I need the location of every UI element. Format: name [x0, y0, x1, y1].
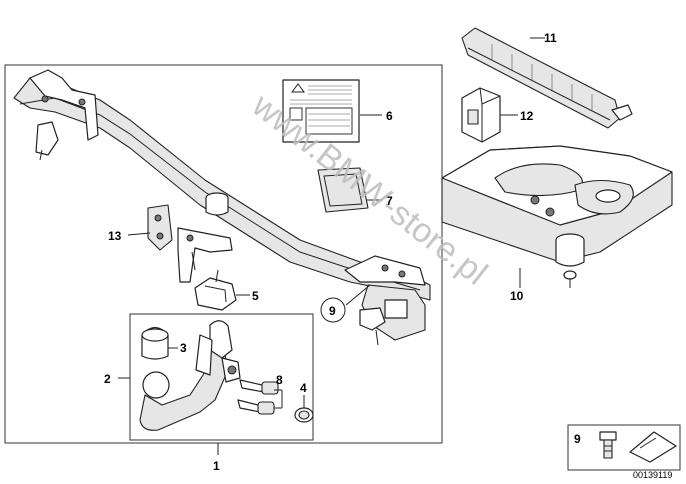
callout-4: 4 — [300, 381, 307, 395]
cover-strip-11 — [461, 27, 633, 129]
callout-13: 13 — [108, 229, 122, 243]
diagram-id: 00139119 — [633, 470, 672, 480]
legend-box: 9 00139119 — [567, 424, 681, 480]
bolt-icon — [599, 431, 617, 459]
callout-7: 7 — [386, 194, 393, 208]
callout-9: 9 — [329, 304, 336, 318]
callout-2: 2 — [104, 372, 111, 386]
wrench-mark-icon — [629, 431, 677, 463]
callout-12: 12 — [520, 109, 534, 123]
warning-label-6 — [282, 79, 360, 143]
cap-ring-4 — [294, 407, 314, 423]
legend-number: 9 — [574, 432, 581, 446]
plate-7 — [317, 167, 369, 213]
callout-9-circle — [320, 297, 346, 323]
ball-head-2 — [139, 320, 241, 431]
tow-bar-crossbeam — [13, 69, 431, 346]
leader-lines — [118, 37, 545, 455]
callout-10: 10 — [510, 289, 524, 303]
callout-8: 8 — [276, 373, 283, 387]
cap-3 — [141, 326, 169, 360]
callout-1: 1 — [213, 459, 220, 473]
foam-tray-10 — [441, 145, 673, 288]
main-assembly-frame — [4, 64, 443, 444]
callout-5: 5 — [252, 289, 259, 303]
callout-11: 11 — [544, 31, 557, 45]
callout-6: 6 — [386, 109, 393, 123]
keys-8 — [237, 379, 279, 415]
bracket-13 — [147, 204, 233, 283]
callout-3: 3 — [180, 341, 187, 355]
ball-head-kit-frame — [129, 313, 314, 441]
socket-housing-5 — [194, 269, 237, 311]
box-12 — [461, 87, 501, 143]
